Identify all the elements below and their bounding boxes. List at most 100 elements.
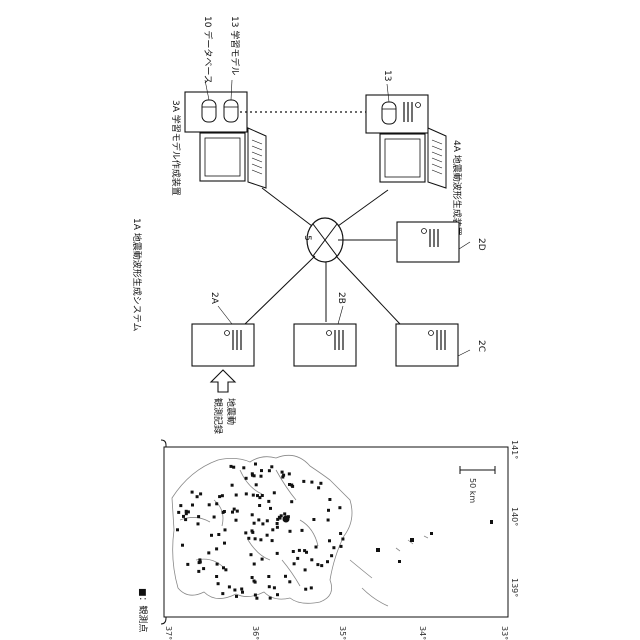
system-label: 1A 地震動波形生成システム — [131, 218, 143, 331]
observation-point — [301, 529, 304, 532]
lon-tick: 139° — [510, 578, 519, 597]
server-2a — [192, 324, 254, 366]
observation-point — [292, 550, 295, 553]
observation-point — [215, 547, 218, 550]
lm-label: 13 学習モデル — [229, 16, 241, 75]
observation-point — [259, 538, 262, 541]
observation-point — [288, 472, 291, 475]
scale-label: 50 km — [468, 478, 477, 503]
observation-point — [221, 494, 224, 497]
observation-point — [315, 546, 318, 549]
lat-tick: 34° — [418, 626, 427, 640]
observation-point — [242, 466, 245, 469]
observation-point — [304, 568, 307, 571]
db-label: 10 データベース — [202, 16, 214, 84]
observation-point — [260, 475, 263, 478]
observation-point — [258, 496, 261, 499]
observation-point — [330, 554, 333, 557]
server-2d-label: 2D — [476, 238, 486, 251]
observation-point — [222, 566, 225, 569]
observation-point — [304, 588, 307, 591]
observation-point — [247, 537, 250, 540]
observation-point — [339, 532, 342, 535]
lat-ticks: 37° 36° 35° 34° 33° — [164, 626, 509, 640]
observation-point — [181, 544, 184, 547]
observation-point — [298, 549, 301, 552]
observation-point — [196, 495, 199, 498]
observation-point — [254, 594, 257, 597]
observation-point — [271, 528, 274, 531]
observation-point — [340, 545, 343, 548]
observation-point — [320, 564, 323, 567]
observation-point — [253, 580, 256, 583]
observation-point — [182, 515, 185, 518]
observation-point — [198, 558, 201, 561]
observation-point — [217, 533, 220, 536]
monitor-icon — [380, 134, 425, 182]
observation-point — [289, 530, 292, 533]
observation-point — [245, 477, 248, 480]
observation-point — [241, 591, 244, 594]
observation-point — [276, 552, 279, 555]
observation-point — [312, 518, 315, 521]
observation-point — [273, 491, 276, 494]
observation-point — [316, 563, 319, 566]
observation-point — [338, 506, 341, 509]
observation-point — [310, 586, 313, 589]
observation-point — [288, 580, 291, 583]
observation-point — [251, 474, 254, 477]
observation-point — [223, 510, 226, 513]
observation-point — [235, 494, 238, 497]
observation-point — [179, 504, 182, 507]
observation-point — [213, 516, 216, 519]
epicenter-marker — [283, 516, 290, 523]
observation-map: 50 km — [164, 447, 508, 617]
observation-point — [202, 567, 205, 570]
observation-point — [326, 560, 329, 563]
observation-point — [216, 563, 219, 566]
gen-device-label: 4A 地震動波形生成装置 — [451, 140, 463, 236]
observation-point — [327, 509, 330, 512]
observation-point — [269, 597, 272, 600]
observation-point — [197, 515, 200, 518]
server-2c — [396, 324, 458, 366]
observation-point — [251, 576, 254, 579]
observation-point — [281, 471, 284, 474]
observation-point — [255, 597, 258, 600]
observation-point — [257, 518, 260, 521]
model-creation-device — [185, 92, 266, 188]
observation-point — [271, 539, 274, 542]
observation-point — [302, 480, 305, 483]
records-label-1: 地震動 — [225, 398, 237, 425]
server-2c-label: 2C — [476, 340, 486, 352]
observation-point — [288, 483, 291, 486]
learning-model-icon — [224, 100, 238, 122]
server-2d — [397, 222, 459, 262]
observation-point — [266, 519, 269, 522]
observation-point — [221, 592, 224, 595]
observation-point — [176, 528, 179, 531]
observation-point — [253, 563, 256, 566]
observation-point — [197, 570, 200, 573]
lat-tick: 37° — [164, 626, 173, 640]
server-box-4a — [366, 95, 428, 133]
observation-point — [254, 463, 257, 466]
observation-point — [319, 482, 322, 485]
keyboard-icon — [428, 128, 446, 188]
observation-point — [281, 476, 284, 479]
observation-point — [310, 481, 313, 484]
observation-point — [266, 534, 269, 537]
observation-point — [261, 522, 264, 525]
legend-label: ■：観測点 — [137, 588, 149, 633]
server-2b — [294, 324, 356, 366]
observation-point — [276, 526, 279, 529]
observation-point — [236, 510, 239, 513]
observation-point — [250, 553, 253, 556]
observation-point — [217, 582, 220, 585]
map-frame — [164, 447, 508, 617]
observation-point — [327, 519, 330, 522]
observation-point — [223, 542, 226, 545]
observation-point — [245, 492, 248, 495]
observation-point — [252, 494, 255, 497]
